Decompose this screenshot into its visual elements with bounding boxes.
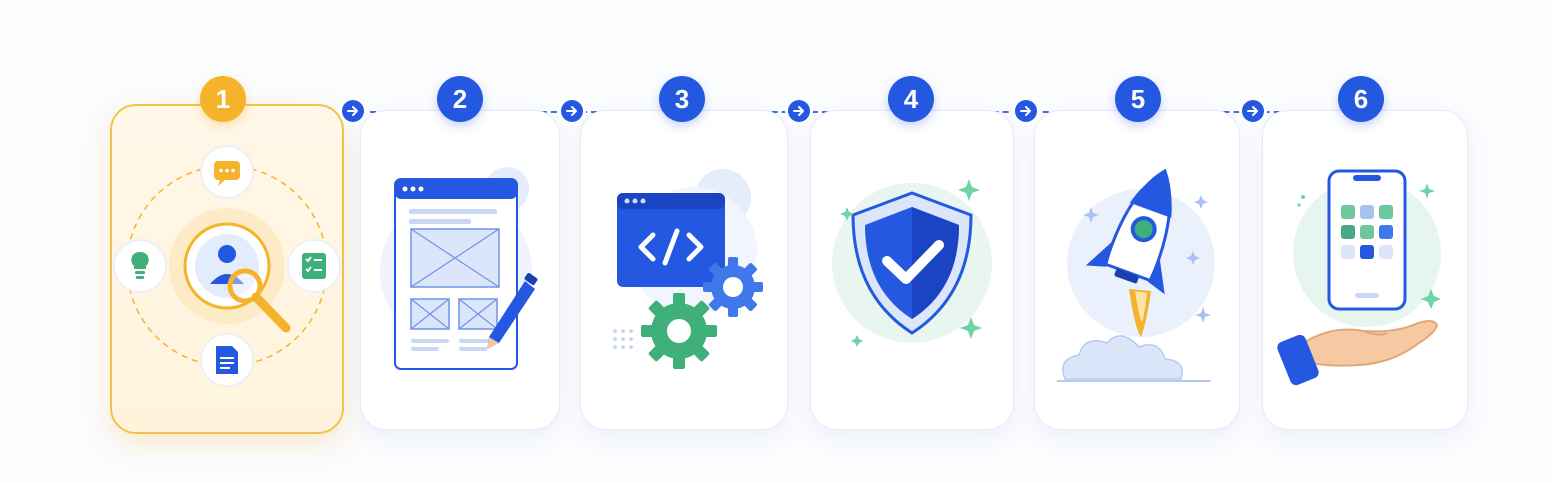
arrow-right-icon: [342, 100, 364, 122]
step-card-6[interactable]: [1262, 110, 1468, 430]
arrow-right-icon: [1015, 100, 1037, 122]
rocket-launch-icon: [1057, 168, 1215, 382]
arrow-right-icon: [788, 100, 810, 122]
step-card-3[interactable]: [580, 110, 788, 430]
phone-in-hand-icon: [1277, 169, 1441, 386]
step-number-4: 4: [888, 76, 934, 122]
step-card-4[interactable]: [810, 110, 1014, 430]
step-number-3: 3: [659, 76, 705, 122]
step-card-1[interactable]: [110, 104, 344, 434]
step-number-2: 2: [437, 76, 483, 122]
step-number-1: 1: [200, 76, 246, 122]
arrow-right-icon: [1242, 100, 1264, 122]
code-gears-icon: [613, 169, 763, 369]
step-card-5[interactable]: [1034, 110, 1240, 430]
step-number-5: 5: [1115, 76, 1161, 122]
step-number-6: 6: [1338, 76, 1384, 122]
shield-check-icon: [832, 179, 992, 347]
step-card-2[interactable]: [360, 110, 560, 430]
wireframe-design-icon: [380, 167, 538, 370]
arrow-right-icon: [561, 100, 583, 122]
research-magnifier-icon: [113, 145, 341, 387]
